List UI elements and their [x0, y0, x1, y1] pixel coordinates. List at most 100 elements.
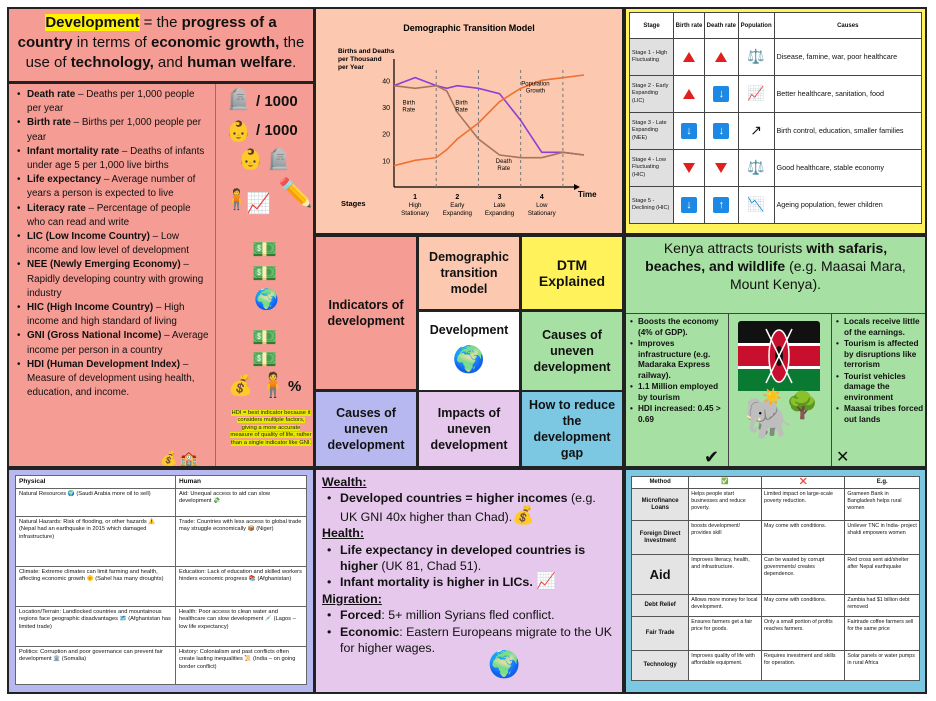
divider	[831, 313, 832, 466]
human-cause: Trade: Countries with less access to glo…	[174, 516, 308, 567]
physical-cause: Natural Resources 🌍 (Saudi Arabia more o…	[15, 488, 176, 517]
checkmark-icon: ✔	[704, 447, 720, 468]
indicator-item: HDI (Human Development Index) – Measure …	[17, 358, 211, 401]
stage-row: Stage 2 - Early Expanding (LIC)↓📈Better …	[629, 75, 922, 113]
birth-rate-cell: ↓	[673, 186, 705, 224]
method-con: Limited impact on large-scale poverty re…	[760, 488, 846, 521]
time-label: Time	[578, 190, 597, 199]
indicator-def: – Deaths of infants under age 5 per 1,00…	[27, 145, 205, 172]
stage-name-label: Expanding	[485, 210, 515, 217]
dtm-chart-panel: Demographic Transition Model Births and …	[314, 7, 624, 235]
health-heading: Health:	[322, 526, 364, 541]
indicator-item: Death rate – Deaths per 1,000 people per…	[17, 88, 211, 116]
list-item: Infant mortality is higher in LICs. 📈	[322, 573, 616, 592]
y-tick-label: 10	[382, 158, 390, 165]
elephant-icon: 🐘	[744, 396, 794, 442]
indicator-term: LIC (Low Income Country)	[27, 231, 150, 243]
tile-causes-right[interactable]: Causes of uneven development	[520, 310, 624, 392]
indicator-item: Life expectancy – Average number of year…	[17, 173, 211, 201]
migration-bold: Forced	[340, 608, 382, 623]
def-text: and	[153, 54, 188, 71]
kenya-con: Locals receive little of the earnings.	[836, 317, 925, 338]
indicator-def: – Percentage of people who can read and …	[27, 202, 191, 228]
method-pro: Ensures farmers get a fair price for goo…	[688, 616, 762, 651]
population-cell: ⚖️	[737, 38, 775, 76]
def-text: in terms of	[72, 34, 151, 51]
person-chart-icon: 📈	[536, 573, 557, 591]
kenya-tourism-panel: Kenya attracts tourists with safaris, be…	[624, 235, 927, 468]
wealth-list: Developed countries = higher incomes (e.…	[322, 490, 616, 525]
tile-dtm-model[interactable]: Demographic transition model	[417, 235, 521, 311]
stage-number: 1	[413, 194, 417, 201]
chart-up-icon: 📈	[747, 85, 765, 101]
definition-box: Development = the progress of a country …	[7, 7, 315, 83]
stage-table-body: Stage 1 - High Fluctuating⚖️Disease, fam…	[629, 38, 922, 224]
method-example: Solar panels or water pumps in rural Afr…	[844, 650, 920, 681]
school-icon: 🏫	[180, 451, 198, 467]
birth-rate-cell: ↓	[673, 112, 705, 150]
globe-chart-icon: 🌍	[452, 344, 486, 374]
tile-causes-left[interactable]: Causes of uneven development	[314, 390, 418, 468]
money-down-icon: 💵	[252, 237, 277, 261]
indicator-def: – Births per 1,000 people per year	[27, 117, 202, 143]
y-tick-label: 30	[382, 105, 390, 112]
tile-reduce-gap[interactable]: How to reduce the development gap	[520, 390, 624, 468]
sun-icon: ☀️	[762, 387, 782, 406]
method-name: Debt Relief	[630, 594, 690, 617]
method-example: Red cross sent aid/shelter after Nepal e…	[844, 554, 920, 595]
wealth-bold: Developed countries = higher incomes	[340, 491, 568, 506]
method-header: ✅	[688, 476, 762, 489]
kenya-pros-list: Boosts the economy (4% of GDP).Improves …	[630, 317, 726, 426]
population-growth-label: Population	[521, 82, 549, 88]
migration-bold: Economic	[340, 624, 400, 639]
birth-rate-cell	[673, 149, 705, 187]
birth-rate-cell	[673, 75, 705, 113]
person-icon: 🧍	[258, 371, 288, 399]
death-rate-cell	[703, 38, 739, 76]
indicator-def: – Deaths per 1,000 people per year	[27, 89, 195, 115]
per-thousand-label: / 1000	[256, 93, 298, 110]
tile-dtm-explained[interactable]: DTM Explained	[520, 235, 624, 311]
population-cell: 📈	[737, 75, 775, 113]
stage-name: Stage 4 - Low Fluctuating (HIC)	[629, 149, 674, 187]
up-triangle-icon	[682, 52, 695, 62]
method-example: Grameen Bank in Bangladesh helps rural w…	[844, 488, 920, 521]
chart-title: Demographic Transition Model	[403, 23, 535, 33]
method-name: Fair Trade	[630, 616, 690, 651]
stage-name-label: Early	[450, 202, 465, 209]
up-triangle-icon	[682, 89, 695, 99]
kenya-con: Tourism is affected by disruptions like …	[836, 339, 925, 371]
indicator-def: – Average income per person in a country	[27, 330, 209, 356]
series-line	[393, 76, 585, 156]
method-example: Zambia had $1 billion debt removed	[844, 594, 920, 617]
death-rate-cell: ↑	[703, 186, 739, 224]
tile-impacts[interactable]: Impacts of uneven development	[417, 390, 521, 468]
stage-row: Stage 4 - Low Fluctuating (HIC)⚖️Good he…	[629, 149, 922, 187]
health-bold: Life expectancy in developed countries i…	[340, 542, 586, 574]
def-text: the use of	[25, 34, 305, 71]
population-cell: ↗	[737, 112, 775, 150]
indicator-item: HIC (High Income Country) – High income …	[17, 301, 211, 329]
stage-row: Stage 1 - High Fluctuating⚖️Disease, fam…	[629, 38, 922, 76]
ph-row: Location/Terrain: Landlocked countries a…	[15, 606, 308, 647]
indicator-def: – Low income and low level of developmen…	[27, 231, 189, 257]
impacts-panel: Wealth: Developed countries = higher inc…	[314, 468, 624, 694]
tile-development[interactable]: Development 🌍	[417, 310, 521, 392]
kenya-pro: Boosts the economy (4% of GDP).	[630, 317, 726, 338]
kenya-pro: HDI increased: 0.45 > 0.69	[630, 404, 726, 425]
ph-header: Physical	[15, 475, 176, 489]
person-growth-icon: 🧍	[224, 187, 249, 211]
ph-row: Natural Hazards: Risk of flooding, or ot…	[15, 516, 308, 567]
method-pro: Allows more money for local development.	[688, 594, 762, 617]
list-item: Forced: 5+ million Syrians fled conflict…	[322, 607, 616, 624]
method-con: May come with conditions.	[760, 594, 846, 617]
kenya-con: Maasai tribes forced out lands	[836, 404, 925, 425]
indicator-item: LIC (Low Income Country) – Low income an…	[17, 230, 211, 258]
tile-indicators[interactable]: Indicators of development	[314, 235, 418, 391]
migration-heading: Migration:	[322, 591, 382, 606]
